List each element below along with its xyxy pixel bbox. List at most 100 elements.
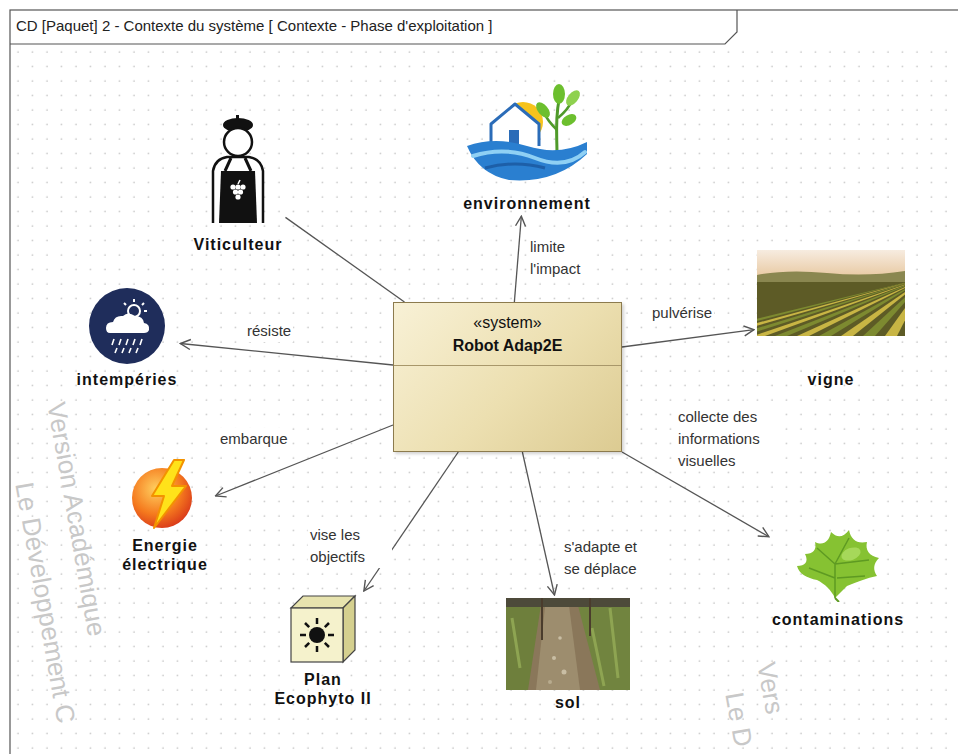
user-actor: Viticulteur [191,110,286,257]
plan-icon-part [291,608,343,662]
actor-label: Viticulteur [194,235,283,254]
vit-icon [205,113,271,225]
vit-icon-part [219,171,257,223]
intem-icon-part [124,299,147,311]
env-icon-part [560,112,579,129]
sol-icon-part [562,670,567,675]
vit-icon-part [240,184,245,189]
edge-label: embarque [218,428,290,450]
plan-actor: Plan Ecophyto II [265,591,381,711]
sol-icon-part [558,636,562,640]
vit-icon-part [224,128,252,156]
intem-icon-part [106,314,149,334]
diagram-title: CD [Paquet] 2 - Contexte du système [ Co… [16,17,492,34]
frame-tab [10,10,737,44]
sol-icon [506,598,630,690]
edge-label: s'adapte et se déplace [562,536,658,580]
actor-label: contaminations [772,610,904,629]
env-icon-part [485,164,545,168]
vigne-icon-part [757,277,905,336]
edge-label: collecte des informations visuelles [676,406,780,471]
sol-icon-part [548,680,552,684]
energie-icon-part [152,460,186,528]
vigne-icon-part [757,277,905,336]
actor-label: Plan Ecophyto II [268,670,378,708]
intem-icon [88,287,166,365]
env-icon-part [467,141,587,180]
intem-icon-part [89,288,165,364]
env-icon [465,80,589,186]
vigne-icon-part [757,277,905,336]
intem-icon-part [112,339,142,353]
plan-icon-part [343,596,355,662]
sol-icon-part [512,608,618,686]
sol-icon-part [552,656,556,660]
vit-icon-part [235,184,240,189]
vit-icon-part [238,189,243,194]
vigne-icon-part [797,277,905,336]
env-icon-part [553,84,565,104]
edge-label: résiste [245,320,293,342]
association-line [522,452,554,595]
vigne-icon-part [885,277,905,336]
actor-label: Energie électrique [118,536,213,574]
frame-border [10,10,958,754]
contam-icon-part [835,598,839,602]
vigne-icon-part [863,277,905,336]
system-block: «system»Robot Adap2E [393,302,622,452]
vigne-icon-part [757,277,905,336]
vit-icon-part [213,157,263,223]
sol-icon-part [506,598,630,690]
env-icon-part [563,88,582,108]
soil-actor: sol [503,595,633,715]
association-line [364,452,458,591]
contam-icon-part [809,538,869,598]
association-line [622,330,754,347]
grid-dots [11,45,958,754]
env-icon-part [533,100,552,120]
actor-label: vigne [808,370,855,389]
association-line [180,343,393,365]
edge-label: limite l'impact [528,236,594,280]
env-icon-part [491,104,539,146]
contam-icon [795,524,881,602]
actor-label: intempéries [77,370,178,389]
actor-label: sol [555,693,581,712]
block-header: «system»Robot Adap2E [394,303,621,366]
vit-icon-part [230,184,235,189]
plan-icon-part [309,627,325,643]
association-line [285,217,404,302]
environment-actor: environnement [460,77,594,216]
plan-icon [289,594,357,664]
env-icon-part [473,151,585,162]
association-line [216,425,394,496]
sol-icon-part [506,598,542,690]
vigne-icon-part [757,271,905,282]
edge-label: vise les objectifs [308,524,392,568]
sol-icon-part [542,598,590,640]
vigne-icon-part [819,277,905,336]
edge-label: pulvérise [650,302,714,324]
energy-actor: Energie électrique [115,455,216,577]
vigne-icon-part [841,277,905,336]
vit-icon-part [236,115,239,120]
vigne-icon [757,250,905,336]
vit-icon-part [233,189,238,194]
energie-icon [128,458,202,532]
contam-icon-part [797,530,879,598]
plan-icon-part [300,618,334,652]
vit-icon-part [235,194,240,199]
sol-icon-part [506,598,630,607]
contamination-actor: contaminations [769,521,907,632]
vineyard-actor: vigne [754,247,908,392]
block-name: Robot Adap2E [453,334,563,357]
env-icon-part [557,100,560,154]
stereotype-text: «system» [473,311,541,334]
vit-icon-part [238,180,240,184]
vigne-icon-part [775,277,905,336]
weather-actor: intempéries [74,284,181,392]
vit-icon-part [225,158,251,171]
association-line [514,216,521,302]
actor-label: environnement [463,194,591,213]
